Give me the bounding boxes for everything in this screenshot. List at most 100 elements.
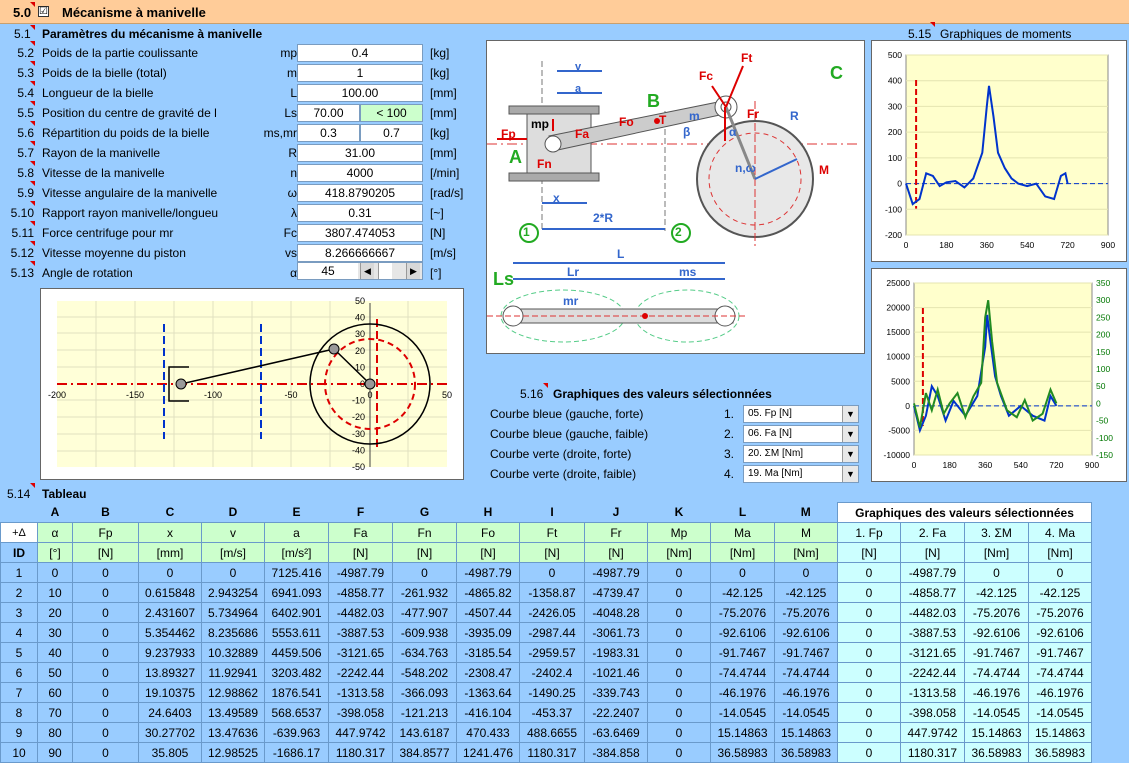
- selection-value[interactable]: 06. Fa [N]: [748, 428, 792, 439]
- table-cell: 5.354462: [138, 622, 202, 643]
- sim-y-tick: -30: [352, 429, 365, 439]
- table-cell: 0: [72, 742, 139, 763]
- param-symbol: vs: [285, 246, 297, 260]
- table-cell: 0: [138, 562, 202, 583]
- angle-value[interactable]: 45: [298, 263, 358, 279]
- x-tick-label: 900: [1101, 240, 1115, 250]
- param-value-2[interactable]: 0.7: [360, 124, 423, 142]
- table-cell: 0: [647, 702, 711, 723]
- table-cell: -548.202: [392, 662, 457, 683]
- diagram-label: β: [683, 125, 691, 139]
- sim-y-tick: -20: [352, 412, 365, 422]
- selection-dropdown[interactable]: 19. Ma [Nm] ▼: [743, 465, 859, 483]
- table-cell: 13.49589: [201, 702, 265, 723]
- param-symbol: m: [287, 66, 297, 80]
- sim-y-tick: -40: [352, 445, 365, 455]
- table-cell: 24.6403: [138, 702, 202, 723]
- scroll-left-icon[interactable]: ◀: [360, 263, 374, 279]
- param-number: 5.2: [17, 46, 34, 60]
- diagram-label: ms: [679, 265, 697, 279]
- param-number: 5.12: [10, 246, 34, 260]
- param-value-2[interactable]: < 100: [360, 104, 423, 122]
- param-value[interactable]: 0.3: [297, 124, 360, 142]
- diagram-label: Ls: [493, 269, 515, 289]
- param-value[interactable]: 100.00: [297, 84, 423, 102]
- table-cell: -91.7467: [774, 642, 838, 663]
- diagram-label: x: [553, 191, 560, 205]
- diagram-label: n,ω: [735, 161, 756, 175]
- param-value[interactable]: 0.31: [297, 204, 423, 222]
- table-cell: -75.2076: [1028, 602, 1092, 623]
- param-value[interactable]: 1: [297, 64, 423, 82]
- param-value[interactable]: 8.266666667: [297, 244, 423, 262]
- table-cell: 90: [37, 742, 73, 763]
- selection-value[interactable]: 05. Fp [N]: [748, 408, 792, 419]
- diagram-label: mr: [563, 294, 579, 308]
- y2-tick-label: 50: [1096, 381, 1106, 391]
- dropdown-arrow-icon[interactable]: ▼: [842, 406, 858, 422]
- param-value[interactable]: 70.00: [297, 104, 360, 122]
- diagram-label: Fn: [537, 157, 552, 171]
- param-symbol: Ls: [284, 106, 297, 120]
- table-cell: -3935.09: [456, 622, 520, 643]
- y-tick-label: 100: [888, 153, 902, 163]
- param-symbol: R: [288, 146, 297, 160]
- row-id: 7: [0, 682, 38, 703]
- param-value[interactable]: 4000: [297, 164, 423, 182]
- table-cell: 447.9742: [900, 722, 965, 743]
- right-column-name: 4. Ma: [1028, 522, 1092, 543]
- table-cell: -2402.4: [519, 662, 585, 683]
- dropdown-arrow-icon[interactable]: ▼: [842, 426, 858, 442]
- table-cell: 0: [72, 622, 139, 643]
- scroll-thumb[interactable]: [378, 263, 392, 279]
- param-unit: [~]: [430, 206, 444, 220]
- selection-value[interactable]: 19. Ma [Nm]: [748, 468, 803, 479]
- table-cell: 0: [837, 662, 901, 683]
- selection-dropdown[interactable]: 05. Fp [N] ▼: [743, 405, 859, 423]
- add-delta-button[interactable]: +Δ: [0, 522, 38, 543]
- angle-scrollbar[interactable]: 45◀ ▶: [297, 262, 423, 280]
- table-cell: 0: [837, 642, 901, 663]
- param-label: Longueur de la bielle: [42, 86, 154, 100]
- dropdown-arrow-icon[interactable]: ▼: [842, 446, 858, 462]
- table-cell: 3203.482: [264, 662, 329, 683]
- table-cell: -3061.73: [584, 622, 648, 643]
- param-value[interactable]: 0.4: [297, 44, 423, 62]
- dropdown-arrow-icon[interactable]: ▼: [842, 466, 858, 482]
- table-cell: -92.6106: [964, 622, 1029, 643]
- table-cell: 0: [964, 562, 1029, 583]
- column-name: Fn: [392, 522, 457, 543]
- y-tick-label: 25000: [886, 278, 910, 288]
- column-letter: M: [774, 502, 838, 523]
- param-number: 5.10: [10, 206, 34, 220]
- param-value[interactable]: 418.8790205: [297, 184, 423, 202]
- selected-section-title: Graphiques des valeurs sélectionnées: [553, 387, 772, 401]
- column-unit: [N]: [584, 542, 648, 563]
- param-number: 5.7: [17, 146, 34, 160]
- table-cell: 80: [37, 722, 73, 743]
- param-unit: [m/s]: [430, 246, 456, 260]
- selection-number: 2.: [724, 427, 735, 441]
- column-name: a: [264, 522, 329, 543]
- table-cell: -398.058: [900, 702, 965, 723]
- param-value[interactable]: 31.00: [297, 144, 423, 162]
- param-unit: [N]: [430, 226, 446, 240]
- scroll-right-icon[interactable]: ▶: [406, 263, 420, 279]
- selection-dropdown[interactable]: 06. Fa [N] ▼: [743, 425, 859, 443]
- param-value[interactable]: 3807.474053: [297, 224, 423, 242]
- table-cell: -63.6469: [584, 722, 648, 743]
- diagram-label: R: [790, 109, 799, 123]
- selection-dropdown[interactable]: 20. ΣM [Nm] ▼: [743, 445, 859, 463]
- param-symbol: ω: [287, 186, 297, 200]
- table-cell: 36.58983: [710, 742, 775, 763]
- section-checkbox[interactable]: ☑: [38, 6, 49, 17]
- table-cell: 30.27702: [138, 722, 202, 743]
- selection-value[interactable]: 20. ΣM [Nm]: [748, 448, 804, 459]
